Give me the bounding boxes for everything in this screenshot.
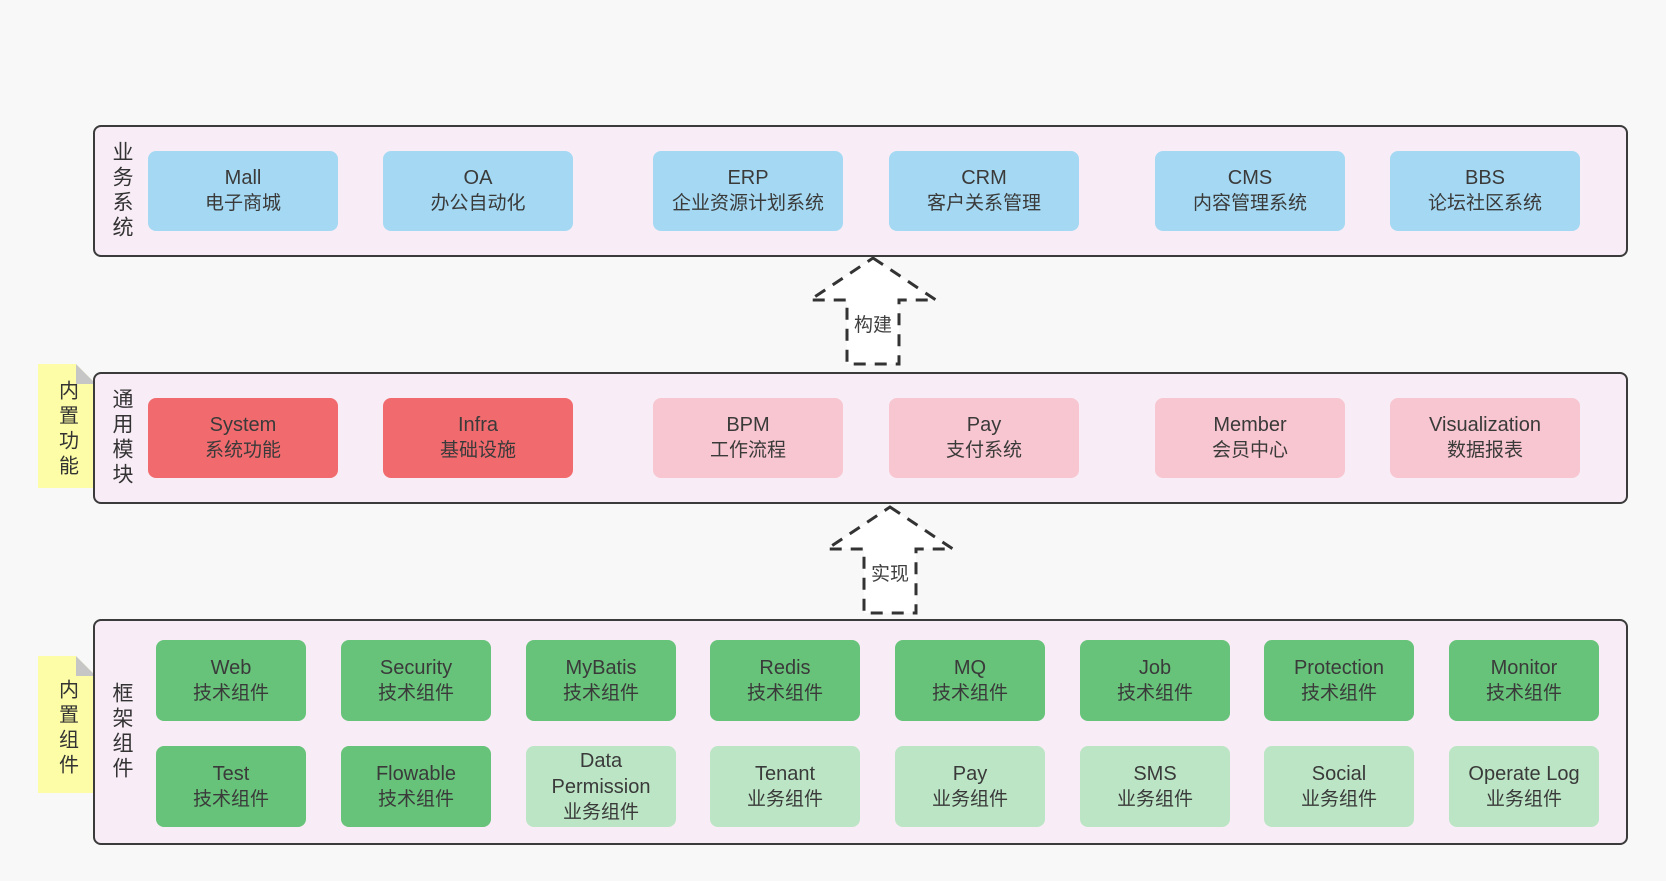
box-mybatis: MyBatis 技术组件	[526, 640, 676, 721]
box-name: ERP	[727, 167, 769, 189]
box-subtitle: 技术组件	[1116, 682, 1193, 704]
box-subtitle: 技术组件	[931, 682, 1008, 704]
box-flowable: Flowable 技术组件	[341, 746, 491, 827]
box-name: OA	[463, 167, 493, 189]
box-name: Infra	[457, 414, 499, 436]
box-subtitle: 业务组件	[562, 801, 639, 823]
box-subtitle: 业务组件	[1485, 788, 1562, 810]
box-monitor: Monitor 技术组件	[1449, 640, 1599, 721]
build-arrow-label: 构建	[851, 310, 895, 337]
box-oa: OA 办公自动化	[383, 151, 573, 231]
box-subtitle: 业务组件	[1300, 788, 1377, 810]
box-name: Protection	[1293, 656, 1385, 679]
box-subtitle: 技术组件	[192, 788, 269, 810]
implement-arrow-label: 实现	[868, 559, 912, 586]
box-subtitle: 会员中心	[1211, 440, 1288, 461]
box-name: CRM	[961, 167, 1007, 189]
box-name: MQ	[953, 656, 987, 679]
box-bpm: BPM 工作流程	[653, 398, 843, 478]
box-cms: CMS 内容管理系统	[1155, 151, 1345, 231]
box-mall: Mall 电子商城	[148, 151, 338, 231]
box-subtitle: 技术组件	[377, 788, 454, 810]
box-erp: ERP 企业资源计划系统	[653, 151, 843, 231]
box-subtitle: 技术组件	[746, 682, 823, 704]
box-subtitle: 基础设施	[439, 440, 516, 461]
layer-label-framework-components: 框架组件	[110, 682, 133, 782]
box-member: Member 会员中心	[1155, 398, 1345, 478]
box-data-permission: Data Permission 业务组件	[526, 746, 676, 827]
box-name: Flowable	[375, 762, 457, 785]
box-name: BPM	[726, 414, 770, 436]
box-test: Test 技术组件	[156, 746, 306, 827]
box-social: Social 业务组件	[1264, 746, 1414, 827]
box-sms: SMS 业务组件	[1080, 746, 1230, 827]
box-protection: Protection 技术组件	[1264, 640, 1414, 721]
box-name: SMS	[1133, 762, 1177, 785]
box-subtitle: 电子商城	[204, 193, 281, 214]
sticky-note-label: 内置组件	[55, 678, 78, 779]
box-tenant: Tenant 业务组件	[710, 746, 860, 827]
box-subtitle: 技术组件	[1300, 682, 1377, 704]
box-job: Job 技术组件	[1080, 640, 1230, 721]
box-subtitle: 业务组件	[746, 788, 823, 810]
box-name: Redis	[759, 656, 811, 679]
box-name: Job	[1138, 656, 1172, 679]
box-subtitle: 企业资源计划系统	[671, 193, 824, 214]
layer-business-systems: 业务系统 Mall 电子商城 OA 办公自动化 ERP 企业资源计划系统 CRM…	[93, 125, 1628, 257]
box-subtitle: 数据报表	[1446, 440, 1523, 461]
box-subtitle: 技术组件	[1485, 682, 1562, 704]
box-subtitle: 技术组件	[377, 682, 454, 704]
box-mq: MQ 技术组件	[895, 640, 1045, 721]
implement-arrow: 实现	[820, 503, 960, 617]
box-subtitle: 业务组件	[1116, 788, 1193, 810]
box-subtitle: 客户关系管理	[926, 193, 1041, 214]
box-subtitle: 系统功能	[204, 440, 281, 461]
box-pay-component: Pay 业务组件	[895, 746, 1045, 827]
box-name: Web	[210, 656, 252, 679]
box-redis: Redis 技术组件	[710, 640, 860, 721]
box-security: Security 技术组件	[341, 640, 491, 721]
box-system: System 系统功能	[148, 398, 338, 478]
box-infra: Infra 基础设施	[383, 398, 573, 478]
box-name: BBS	[1464, 167, 1506, 189]
box-crm: CRM 客户关系管理	[889, 151, 1079, 231]
layer-label-business-systems: 业务系统	[110, 141, 133, 241]
box-name: Operate Log	[1468, 762, 1580, 785]
box-visualization: Visualization 数据报表	[1390, 398, 1580, 478]
box-name: Data Permission	[551, 749, 651, 798]
box-subtitle: 支付系统	[945, 440, 1022, 461]
box-operate-log: Operate Log 业务组件	[1449, 746, 1599, 827]
box-subtitle: 技术组件	[562, 682, 639, 704]
box-bbs: BBS 论坛社区系统	[1390, 151, 1580, 231]
box-web: Web 技术组件	[156, 640, 306, 721]
box-pay-module: Pay 支付系统	[889, 398, 1079, 478]
box-subtitle: 内容管理系统	[1192, 193, 1307, 214]
box-name: CMS	[1227, 167, 1273, 189]
layer-framework-components: 框架组件 Web 技术组件 Security 技术组件 MyBatis 技术组件…	[93, 619, 1628, 845]
box-name: Test	[212, 762, 250, 785]
box-name: Mall	[224, 167, 262, 189]
box-name: Tenant	[754, 762, 816, 785]
box-name: Visualization	[1429, 414, 1541, 436]
box-name: Monitor	[1490, 656, 1558, 679]
box-name: Social	[1311, 762, 1367, 785]
layer-label-common-modules: 通用模块	[110, 388, 133, 488]
box-subtitle: 办公自动化	[430, 193, 526, 214]
box-name: Security	[379, 656, 453, 679]
sticky-note-builtin-components: 内置组件	[38, 656, 96, 793]
box-subtitle: 业务组件	[931, 788, 1008, 810]
box-name: MyBatis	[565, 656, 637, 679]
build-arrow: 构建	[803, 254, 943, 368]
box-subtitle: 工作流程	[709, 440, 786, 461]
box-name: Pay	[966, 414, 1002, 436]
sticky-note-builtin-features: 内置功能	[38, 364, 96, 488]
box-subtitle: 技术组件	[192, 682, 269, 704]
box-name: Member	[1213, 414, 1287, 436]
layer-common-modules: 通用模块 System 系统功能 Infra 基础设施 BPM 工作流程 Pay…	[93, 372, 1628, 504]
box-subtitle: 论坛社区系统	[1427, 193, 1542, 214]
box-name: System	[209, 414, 277, 436]
sticky-note-label: 内置功能	[55, 380, 78, 480]
box-name: Pay	[952, 762, 988, 785]
